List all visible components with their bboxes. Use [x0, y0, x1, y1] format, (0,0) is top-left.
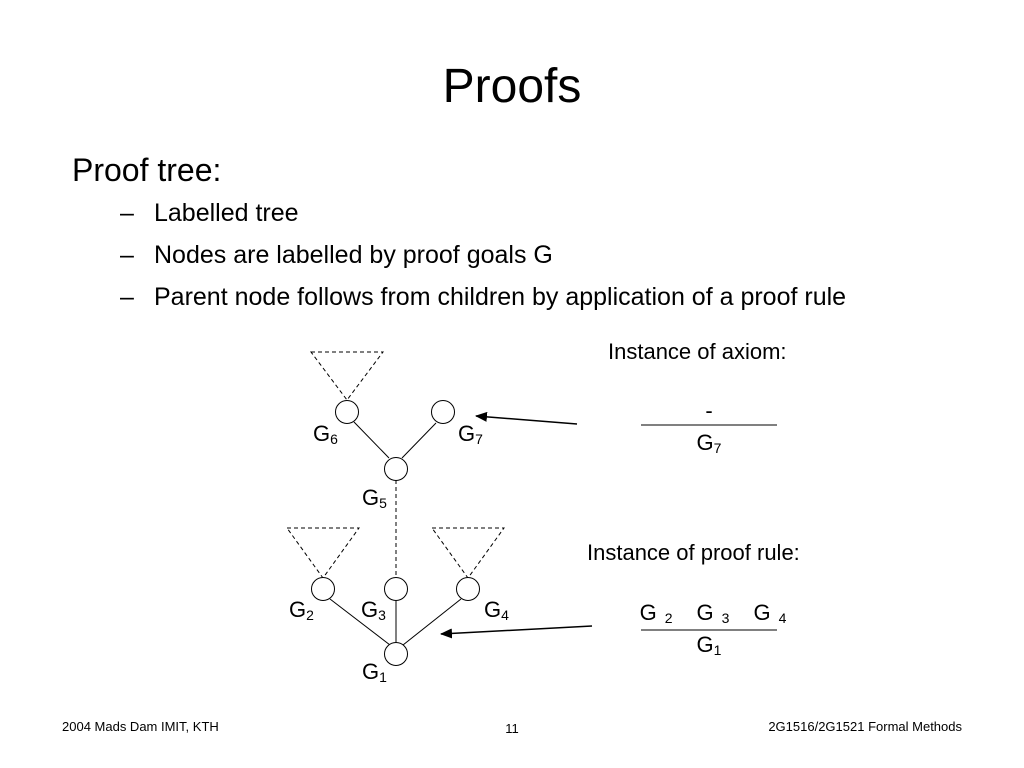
- tree-node-g1: [384, 642, 408, 666]
- bullet-list: –Labelled tree –Nodes are labelled by pr…: [120, 198, 846, 324]
- edge-g7-g5: [401, 422, 437, 459]
- node-label-g7: G7: [458, 421, 483, 447]
- node-label-g2: G2: [289, 597, 314, 623]
- node-label-g5: G5: [362, 485, 387, 511]
- bullet-dash: –: [120, 283, 134, 311]
- axiom-premise: -: [705, 398, 713, 423]
- edge-g4-g1: [402, 598, 462, 646]
- bullet-text: Parent node follows from children by app…: [154, 283, 847, 311]
- rule-conclusion: G1: [696, 632, 722, 658]
- slide-title: Proofs: [442, 60, 582, 113]
- axiom-label: Instance of axiom:: [608, 339, 787, 364]
- bullet-dash: –: [120, 241, 134, 269]
- bullet-item: –Labelled tree: [120, 198, 846, 240]
- edge-g2-g1: [329, 598, 391, 646]
- node-label-g3: G3: [361, 597, 386, 623]
- footer-left: 2004 Mads Dam IMIT, KTH: [62, 719, 219, 734]
- tree-node-g2: [311, 577, 335, 601]
- section-heading: Proof tree:: [72, 152, 222, 188]
- bullet-text: Nodes are labelled by proof goals G: [154, 241, 553, 269]
- arrow-axiom-to-g7: [475, 411, 578, 425]
- bullet-dash: –: [120, 199, 134, 227]
- axiom-conclusion: G7: [696, 430, 722, 456]
- node-label-g6: G6: [313, 421, 338, 447]
- tree-node-g3: [384, 577, 408, 601]
- tree-node-g4: [456, 577, 480, 601]
- node-label-g4: G4: [484, 597, 509, 623]
- bullet-item: –Nodes are labelled by proof goals G: [120, 240, 846, 282]
- arrow-rule-to-g1: [440, 625, 593, 639]
- subtree-triangle-g4: [431, 527, 505, 579]
- subtree-triangle-g6: [310, 351, 384, 401]
- bullet-item: –Parent node follows from children by ap…: [120, 282, 846, 324]
- footer-right: 2G1516/2G1521 Formal Methods: [768, 719, 962, 734]
- rule-label: Instance of proof rule:: [587, 540, 800, 565]
- footer-page-number: 11: [505, 721, 519, 736]
- node-label-g1: G1: [362, 659, 387, 685]
- bullet-text: Labelled tree: [154, 199, 299, 227]
- subtree-triangle-g2: [286, 527, 360, 579]
- tree-node-g5: [384, 457, 408, 481]
- tree-node-g7: [431, 400, 455, 424]
- tree-node-g6: [335, 400, 359, 424]
- edge-g6-g5: [353, 421, 390, 459]
